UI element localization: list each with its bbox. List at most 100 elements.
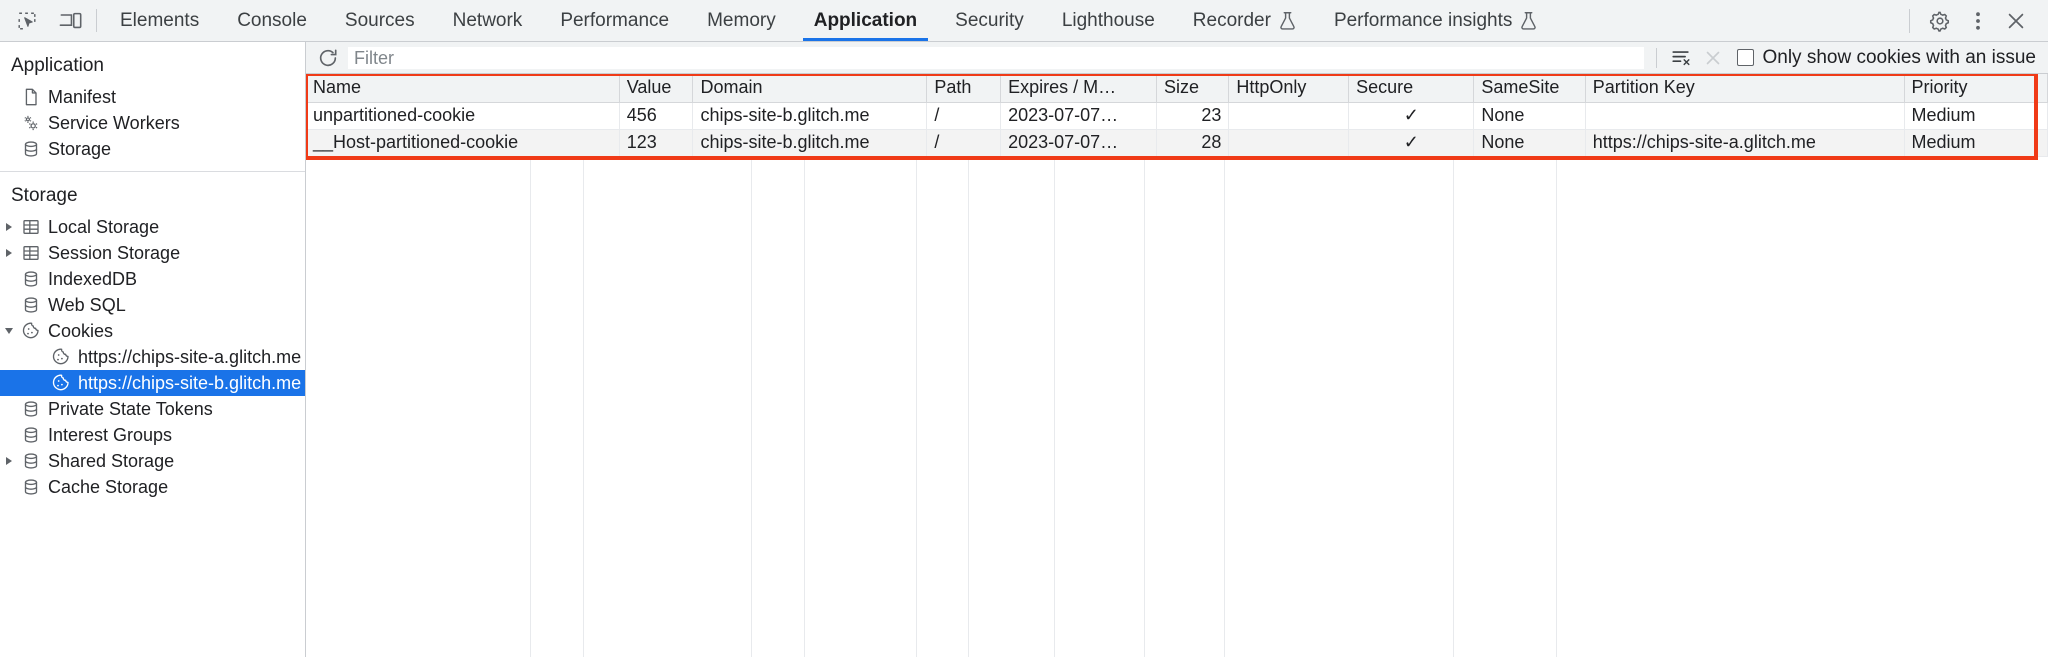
sidebar-item-indexeddb[interactable]: IndexedDB bbox=[0, 266, 305, 292]
column-header-secure[interactable]: Secure bbox=[1348, 74, 1475, 103]
tab-network[interactable]: Network bbox=[434, 0, 542, 41]
cell-name: __Host-partitioned-cookie bbox=[306, 129, 620, 157]
table-icon bbox=[18, 217, 44, 237]
column-header-size[interactable]: Size bbox=[1156, 74, 1230, 103]
cell-domain: chips-site-b.glitch.me bbox=[692, 129, 928, 157]
filter-input[interactable] bbox=[348, 47, 1645, 69]
sidebar-item-shared-storage[interactable]: Shared Storage bbox=[0, 448, 305, 474]
sidebar-item-cookies[interactable]: Cookies bbox=[0, 318, 305, 344]
only-show-issues-label: Only show cookies with an issue bbox=[1762, 46, 2036, 68]
tab-label: Performance bbox=[560, 9, 670, 31]
sidebar-item-storage[interactable]: Storage bbox=[0, 136, 305, 162]
device-toolbar-icon[interactable] bbox=[54, 6, 88, 36]
clear-all-cookies-icon[interactable] bbox=[1667, 45, 1695, 71]
cell-httponly bbox=[1228, 102, 1350, 130]
sidebar-item-label: Private State Tokens bbox=[48, 399, 213, 419]
cookie-icon bbox=[48, 373, 74, 393]
sidebar-item-cache-storage[interactable]: Cache Storage bbox=[0, 474, 305, 500]
tab-performance-insights[interactable]: Performance insights bbox=[1315, 0, 1556, 41]
gears-icon bbox=[18, 113, 44, 133]
tab-label: Application bbox=[813, 9, 918, 31]
sidebar-item-label: Cache Storage bbox=[48, 477, 169, 497]
tab-sources[interactable]: Sources bbox=[326, 0, 434, 41]
tab-label: Elements bbox=[120, 9, 200, 31]
sidebar-item-manifest[interactable]: Manifest bbox=[0, 84, 305, 110]
cell-partition-key bbox=[1585, 102, 1905, 130]
sidebar-item-local-storage[interactable]: Local Storage bbox=[0, 214, 305, 240]
chevron-down-icon[interactable] bbox=[0, 328, 18, 334]
sidebar-item-session-storage[interactable]: Session Storage bbox=[0, 240, 305, 266]
delete-selected-cookie-icon[interactable] bbox=[1699, 45, 1727, 71]
tab-elements[interactable]: Elements bbox=[101, 0, 218, 41]
toolbar-divider bbox=[96, 9, 97, 32]
empty-grid-column bbox=[1225, 156, 1454, 657]
cell-value: 123 bbox=[619, 129, 694, 157]
refresh-icon[interactable] bbox=[314, 45, 342, 71]
column-header-domain[interactable]: Domain bbox=[692, 74, 928, 103]
table-icon bbox=[18, 243, 44, 263]
chevron-right-icon[interactable] bbox=[0, 457, 18, 465]
sidebar-item-https-chips-site-b-glitch-me[interactable]: https://chips-site-b.glitch.me bbox=[0, 370, 305, 396]
sidebar-item-label: Storage bbox=[48, 139, 112, 159]
column-header-path[interactable]: Path bbox=[926, 74, 1002, 103]
column-header-expires-m[interactable]: Expires / M… bbox=[1000, 74, 1158, 103]
tab-label: Security bbox=[955, 9, 1024, 31]
tab-label: Sources bbox=[344, 9, 415, 31]
tab-memory[interactable]: Memory bbox=[688, 0, 795, 41]
empty-grid-column bbox=[752, 156, 805, 657]
cell-samesite: None bbox=[1473, 129, 1586, 157]
sidebar-item-label: Manifest bbox=[48, 87, 117, 107]
sidebar-item-label: Web SQL bbox=[48, 295, 126, 315]
chevron-right-icon[interactable] bbox=[0, 249, 18, 257]
tab-performance[interactable]: Performance bbox=[541, 0, 688, 41]
devtools-right-tools bbox=[1905, 0, 2048, 41]
chevron-right-icon[interactable] bbox=[0, 223, 18, 231]
more-options-icon[interactable] bbox=[1960, 4, 1996, 38]
empty-grid-column bbox=[1454, 156, 1557, 657]
cell-partition-key: https://chips-site-a.glitch.me bbox=[1585, 129, 1905, 157]
tab-security[interactable]: Security bbox=[936, 0, 1043, 41]
column-header-partition-key[interactable]: Partition Key bbox=[1585, 74, 1905, 103]
database-icon bbox=[18, 425, 44, 445]
column-header-value[interactable]: Value bbox=[619, 74, 694, 103]
document-icon bbox=[18, 87, 44, 107]
empty-grid-column bbox=[306, 156, 531, 657]
tab-recorder[interactable]: Recorder bbox=[1174, 0, 1315, 41]
sidebar-item-label: https://chips-site-a.glitch.me bbox=[78, 347, 302, 367]
checkbox-box[interactable] bbox=[1737, 49, 1755, 66]
only-show-issues-checkbox[interactable]: Only show cookies with an issue bbox=[1731, 47, 2042, 69]
sidebar-item-service-workers[interactable]: Service Workers bbox=[0, 110, 305, 136]
tab-label: Recorder bbox=[1192, 9, 1271, 31]
sidebar-item-web-sql[interactable]: Web SQL bbox=[0, 292, 305, 318]
sidebar-item-private-state-tokens[interactable]: Private State Tokens bbox=[0, 396, 305, 422]
database-icon bbox=[18, 477, 44, 497]
sidebar-item-interest-groups[interactable]: Interest Groups bbox=[0, 422, 305, 448]
close-devtools-icon[interactable] bbox=[1998, 4, 2034, 38]
tab-label: Lighthouse bbox=[1061, 9, 1155, 31]
tab-label: Performance insights bbox=[1333, 9, 1513, 31]
cell-path: / bbox=[926, 102, 1002, 130]
table-empty-grid bbox=[306, 156, 2048, 657]
cell-size: 28 bbox=[1156, 129, 1230, 157]
database-icon bbox=[18, 451, 44, 471]
column-header-httponly[interactable]: HttpOnly bbox=[1228, 74, 1350, 103]
experimental-flask-icon bbox=[1279, 11, 1296, 30]
column-header-priority[interactable]: Priority bbox=[1904, 74, 2048, 103]
column-header-samesite[interactable]: SameSite bbox=[1473, 74, 1586, 103]
column-header-name[interactable]: Name bbox=[306, 74, 620, 103]
tab-application[interactable]: Application bbox=[795, 0, 936, 41]
empty-grid-column bbox=[969, 156, 1055, 657]
settings-gear-icon[interactable] bbox=[1922, 4, 1958, 38]
tab-lighthouse[interactable]: Lighthouse bbox=[1043, 0, 1174, 41]
empty-grid-column bbox=[1055, 156, 1145, 657]
database-icon bbox=[18, 139, 44, 159]
sidebar-item-https-chips-site-a-glitch-me[interactable]: https://chips-site-a.glitch.me bbox=[0, 344, 305, 370]
tab-console[interactable]: Console bbox=[218, 0, 326, 41]
inspect-element-icon[interactable] bbox=[10, 6, 44, 36]
cell-domain: chips-site-b.glitch.me bbox=[692, 102, 928, 130]
